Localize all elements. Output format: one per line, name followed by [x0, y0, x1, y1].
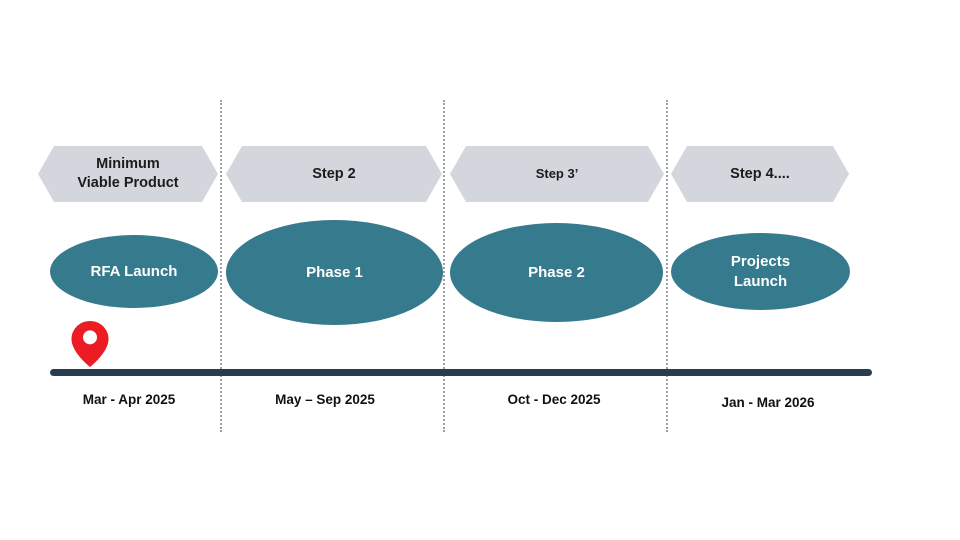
milestone-projects-launch: Projects Launch: [671, 233, 850, 310]
milestone-rfa-launch: RFA Launch: [50, 235, 218, 308]
step-banner-step2: Step 2: [226, 146, 442, 202]
date-label: Jan - Mar 2026: [721, 394, 815, 410]
column-divider: [666, 100, 668, 432]
location-pin-icon: [71, 321, 109, 367]
step-banner-step4: Step 4....: [671, 146, 849, 202]
milestone-label: Projects Launch: [730, 253, 791, 290]
column-divider: [220, 100, 222, 432]
step-banner-label: Step 2: [312, 165, 356, 182]
milestone-phase-1: Phase 1: [226, 220, 443, 325]
step-banner-label: Step 3’: [535, 165, 579, 181]
column-divider: [443, 100, 445, 432]
date-label: May – Sep 2025: [275, 391, 375, 407]
date-label: Oct - Dec 2025: [507, 391, 601, 407]
timeline-bar: [50, 369, 872, 376]
milestone-label: Phase 1: [306, 263, 363, 281]
step-banner-mvp: Minimum Viable Product: [38, 146, 218, 202]
step-banner-label: Minimum Viable Product: [77, 156, 179, 191]
date-label: Mar - Apr 2025: [82, 391, 176, 407]
milestone-phase-2: Phase 2: [450, 223, 663, 322]
milestone-label: RFA Launch: [90, 262, 178, 280]
step-banner-step3: Step 3’: [450, 146, 664, 202]
step-banner-label: Step 4....: [730, 165, 790, 182]
milestone-label: Phase 2: [528, 263, 585, 281]
